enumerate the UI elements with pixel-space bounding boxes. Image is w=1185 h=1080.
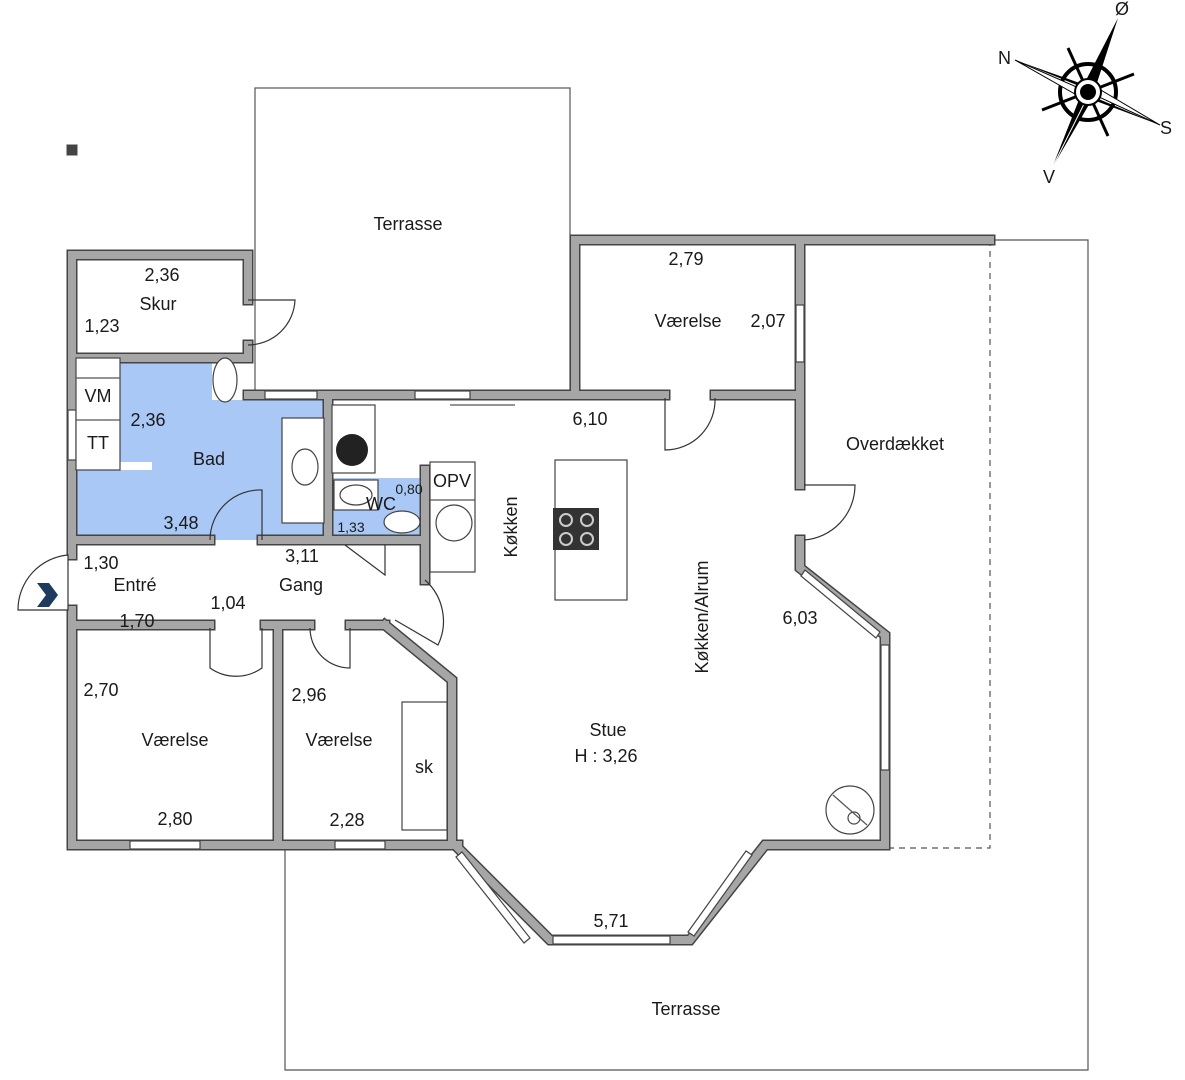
compass-icon: Ø N S V <box>998 0 1172 187</box>
entry-arrow-icon <box>37 583 58 607</box>
room-vaerelse-top: Værelse <box>654 311 721 331</box>
dim-skur-w: 2,36 <box>144 265 179 285</box>
dim-koekken-w: 6,10 <box>572 409 607 429</box>
compass-west: V <box>1043 167 1055 187</box>
doors <box>209 299 856 677</box>
compass-east: Ø <box>1115 0 1129 19</box>
dim-stue-w: 5,71 <box>593 911 628 931</box>
label-sk: sk <box>415 757 434 777</box>
sink-icon <box>291 448 319 486</box>
compass-north: N <box>998 48 1011 68</box>
fixtures <box>75 357 875 835</box>
room-vaerelse-mid: Værelse <box>305 730 372 750</box>
room-opv: OPV <box>433 471 471 491</box>
label-tt: TT <box>87 433 109 453</box>
room-labels: Terrasse Terrasse Skur Bad WC OPV VM TT … <box>85 214 945 1019</box>
room-entre: Entré <box>113 575 156 595</box>
dim-entre-h: 1,30 <box>83 553 118 573</box>
dimension-labels: 2,36 1,23 2,36 3,48 0,80 1,33 1,30 1,70 … <box>83 249 817 931</box>
terrace-bottom <box>284 239 1089 1071</box>
covered-area-edge <box>890 240 991 849</box>
room-gang: Gang <box>279 575 323 595</box>
compass-south: S <box>1160 118 1172 138</box>
room-vaerelse-left: Værelse <box>141 730 208 750</box>
dim-vaerelse-mid-h: 2,96 <box>291 685 326 705</box>
room-terrasse-bottom: Terrasse <box>651 999 720 1019</box>
dim-vaerelse-top-w: 2,79 <box>668 249 703 269</box>
room-koekken: Køkken <box>501 496 521 557</box>
room-terrasse-top: Terrasse <box>373 214 442 234</box>
wc-sink-icon <box>339 484 373 506</box>
dim-wc-w: 0,80 <box>395 481 422 497</box>
stue-height: H : 3,26 <box>574 746 637 766</box>
dim-vaerelse-top-h: 2,07 <box>750 311 785 331</box>
dim-bad-w: 3,48 <box>163 513 198 533</box>
wardrobe <box>401 701 448 831</box>
room-stue: Stue <box>589 720 626 740</box>
dim-wc-h: 1,33 <box>337 519 364 535</box>
wc-toilet-icon <box>383 510 421 534</box>
dim-vaerelse-left-w: 2,80 <box>157 809 192 829</box>
dim-gang-door: 1,04 <box>210 593 245 613</box>
terrace-top <box>254 87 571 396</box>
dim-stue-h: 6,03 <box>782 608 817 628</box>
dim-gang-w: 3,11 <box>285 546 319 566</box>
dim-entre-w: 1,70 <box>119 611 154 631</box>
room-bad: Bad <box>193 449 225 469</box>
label-vm: VM <box>85 386 112 406</box>
dim-bad-h: 2,36 <box>130 410 165 430</box>
room-wc: WC <box>366 494 396 514</box>
toilet-icon <box>212 357 238 403</box>
room-overdaekket: Overdækket <box>846 434 944 454</box>
room-skur: Skur <box>139 294 176 314</box>
room-koekken-alrum: Køkken/Alrum <box>692 560 712 673</box>
utility-sink-icon <box>435 504 473 542</box>
dim-skur-h: 1,23 <box>84 316 119 336</box>
windows <box>67 304 890 945</box>
dim-vaerelse-left-h: 2,70 <box>83 680 118 700</box>
stove-icon <box>336 434 368 466</box>
dim-vaerelse-mid-w: 2,28 <box>329 810 364 830</box>
entry-door[interactable] <box>17 554 69 611</box>
